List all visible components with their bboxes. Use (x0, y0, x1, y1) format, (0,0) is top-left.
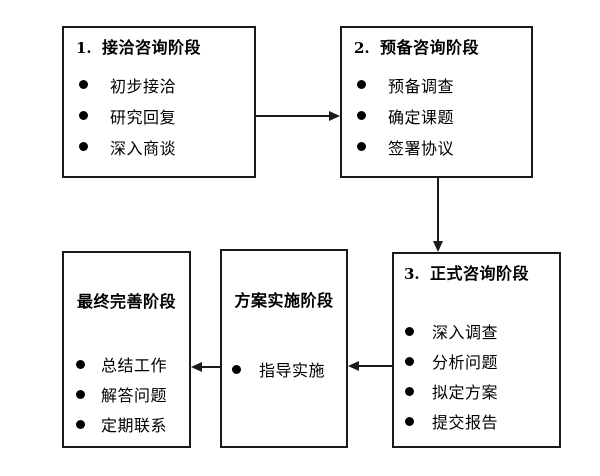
list-item: 拟定方案 (402, 376, 559, 406)
bullet-icon (76, 389, 85, 399)
list-item-label: 指导实施 (259, 361, 326, 380)
node-implement-title: 方案实施阶段 (234, 291, 334, 310)
bullet-icon (357, 142, 366, 151)
list-item: 预备调查 (354, 69, 531, 100)
bullet-icon (405, 386, 414, 396)
list-item-label: 研究回复 (110, 107, 177, 127)
list-item: 总结工作 (64, 349, 189, 379)
bullet-icon (232, 364, 241, 374)
bullet-icon (405, 326, 414, 336)
node-contact-title: 接洽咨询阶段 (102, 38, 202, 57)
list-item: 确定课题 (354, 100, 531, 131)
node-final-header: 最终完善阶段 (64, 294, 189, 310)
node-final-item-list: 总结工作 解答问题 定期联系 (64, 349, 189, 439)
node-prepare-item-list: 预备调查 确定课题 签署协议 (354, 69, 531, 162)
node-final-stage[interactable]: 最终完善阶段 总结工作 解答问题 定期联系 (62, 251, 191, 448)
node-contact-header: 1. 接洽咨询阶段 (76, 40, 254, 56)
node-contact-stage[interactable]: 1. 接洽咨询阶段 初步接洽 研究回复 深入商谈 (62, 26, 256, 178)
node-prepare-number: 2. (354, 39, 370, 57)
list-item-label: 深入商谈 (110, 138, 177, 158)
list-item: 研究回复 (76, 100, 254, 131)
list-item-label: 解答问题 (101, 386, 168, 405)
bullet-icon (76, 359, 85, 369)
node-formal-header: 3. 正式咨询阶段 (404, 266, 559, 282)
list-item: 深入商谈 (76, 131, 254, 162)
node-formal-stage[interactable]: 3. 正式咨询阶段 深入调查 分析问题 拟定方案 提交报告 (392, 252, 561, 448)
list-item-label: 预备调查 (388, 76, 455, 96)
node-prepare-header: 2. 预备咨询阶段 (354, 40, 531, 56)
arrow-implement-to-final (191, 362, 220, 372)
list-item: 提交报告 (402, 406, 559, 436)
bullet-icon (405, 416, 414, 426)
bullet-icon (76, 419, 85, 429)
arrow-contact-to-prepare (256, 111, 340, 121)
arrow-prepare-to-formal (433, 178, 443, 252)
node-implement-item-list: 指导实施 (222, 354, 346, 384)
list-item: 签署协议 (354, 131, 531, 162)
node-formal-item-list: 深入调查 分析问题 拟定方案 提交报告 (402, 316, 559, 436)
bullet-icon (357, 80, 366, 89)
list-item: 定期联系 (64, 409, 189, 439)
list-item-label: 拟定方案 (432, 383, 499, 402)
list-item: 解答问题 (64, 379, 189, 409)
bullet-icon (79, 111, 88, 120)
list-item-label: 确定课题 (388, 107, 455, 127)
bullet-icon (79, 80, 88, 89)
arrow-formal-to-implement (348, 361, 392, 371)
node-implement-stage[interactable]: 方案实施阶段 指导实施 (220, 249, 348, 448)
list-item-label: 提交报告 (432, 413, 499, 432)
list-item: 分析问题 (402, 346, 559, 376)
list-item-label: 签署协议 (388, 138, 455, 158)
node-contact-item-list: 初步接洽 研究回复 深入商谈 (76, 69, 254, 162)
list-item-label: 初步接洽 (110, 76, 177, 96)
list-item-label: 定期联系 (101, 416, 168, 435)
bullet-icon (79, 142, 88, 151)
node-formal-number: 3. (404, 265, 420, 283)
node-prepare-stage[interactable]: 2. 预备咨询阶段 预备调查 确定课题 签署协议 (340, 26, 533, 178)
list-item-label: 总结工作 (101, 356, 168, 375)
node-prepare-title: 预备咨询阶段 (380, 38, 480, 57)
node-final-title: 最终完善阶段 (76, 292, 176, 311)
list-item: 指导实施 (222, 354, 346, 384)
list-item: 深入调查 (402, 316, 559, 346)
list-item: 初步接洽 (76, 69, 254, 100)
list-item-label: 分析问题 (432, 353, 499, 372)
list-item-label: 深入调查 (432, 323, 499, 342)
node-implement-header: 方案实施阶段 (222, 293, 346, 309)
bullet-icon (405, 356, 414, 366)
node-formal-title: 正式咨询阶段 (430, 264, 530, 283)
bullet-icon (357, 111, 366, 120)
node-contact-number: 1. (76, 39, 92, 57)
